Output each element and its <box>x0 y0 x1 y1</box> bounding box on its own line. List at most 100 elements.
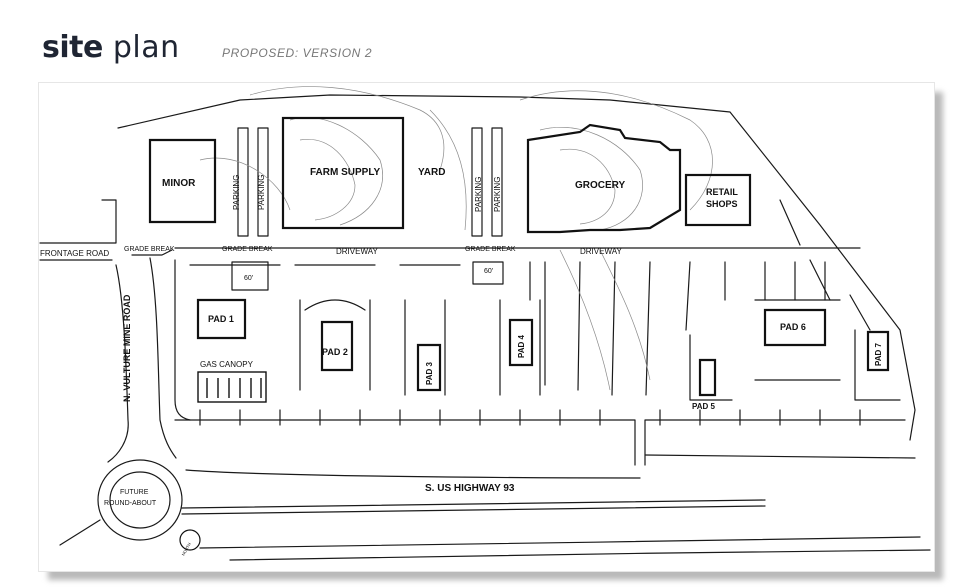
frontage-road-edge-top <box>39 199 117 244</box>
grocery-building <box>526 123 682 234</box>
highway-median-1 <box>181 499 766 509</box>
label-yard: YARD <box>418 167 445 178</box>
aisle-4 <box>611 261 616 396</box>
label-pad4: PAD 4 <box>517 334 526 358</box>
label-grade-break-1: GRADE BREAK <box>124 246 175 253</box>
label-roundabout-2: ROUND-ABOUT <box>104 500 157 507</box>
north-arrow-circle <box>179 529 201 551</box>
label-dim-60-2: 60' <box>484 268 493 275</box>
label-pad6: PAD 6 <box>780 322 806 332</box>
aisle-3 <box>577 261 581 391</box>
label-pad7: PAD 7 <box>874 342 883 366</box>
highway-south-edge-2 <box>229 549 931 561</box>
contour-9 <box>559 249 611 391</box>
label-farm-supply: FARM SUPPLY <box>310 167 381 178</box>
label-highway: S. US HIGHWAY 93 <box>425 483 515 494</box>
contour-1 <box>249 86 445 171</box>
parking-strip-3 <box>471 127 483 237</box>
highway-median-2 <box>181 505 766 515</box>
label-pad3: PAD 3 <box>425 361 434 385</box>
pad6-lot <box>754 299 841 381</box>
pad6-building <box>763 308 827 347</box>
pad1-building <box>196 298 247 340</box>
contour-7 <box>559 148 616 225</box>
label-grade-break-2: GRADE BREAK <box>222 246 273 253</box>
west-parking-edge <box>174 259 191 421</box>
label-driveway-2: DRIVEWAY <box>580 247 622 256</box>
north-arrow <box>179 529 201 551</box>
label-roundabout-1: FUTURE <box>120 489 149 496</box>
label-retail-2: SHOPS <box>706 199 738 209</box>
topo-contours <box>199 86 713 391</box>
aisle-6 <box>685 261 691 331</box>
label-parking-1: PARKING <box>232 175 241 210</box>
roundabout-inner <box>109 471 171 529</box>
retail-shops-building <box>684 173 752 227</box>
gas-canopy-outline <box>197 371 267 403</box>
label-dim-60-1: 60' <box>244 275 253 282</box>
label-vulture-road: N. VULTURE MINE ROAD <box>122 294 132 402</box>
vulture-road-top <box>131 249 173 256</box>
label-frontage-road: FRONTAGE ROAD <box>40 249 109 258</box>
pad4-building <box>508 318 534 367</box>
page-subtitle: PROPOSED: VERSION 2 <box>222 46 373 60</box>
aisle-5 <box>645 261 651 396</box>
pad2-loop <box>299 299 371 391</box>
highway-south-edge <box>199 536 921 549</box>
roundabout-exit-sw <box>59 519 101 546</box>
label-pad1: PAD 1 <box>208 314 234 324</box>
pad5-loop <box>689 334 733 401</box>
label-retail-1: RETAIL <box>706 187 738 197</box>
contour-4 <box>199 157 291 211</box>
parking-strip-2 <box>257 127 269 237</box>
east-diagonal-parking <box>779 199 871 331</box>
site-boundary <box>117 94 916 441</box>
label-pad5: PAD 5 <box>692 402 716 411</box>
site-linework <box>39 94 931 561</box>
label-parking-4: PARKING <box>493 177 502 212</box>
label-driveway-1: DRIVEWAY <box>336 247 378 256</box>
title-bold: site <box>42 30 103 65</box>
pad3-loop <box>404 299 446 396</box>
page-title: site plan <box>42 30 180 65</box>
vulture-road-west-edge <box>107 264 129 463</box>
title-light: plan <box>112 30 180 65</box>
island-60-right <box>472 261 504 285</box>
roundabout-outer <box>97 459 183 541</box>
contour-6 <box>539 127 643 231</box>
highway-edge-north <box>644 454 916 459</box>
gas-canopy <box>197 371 267 403</box>
plan-labels: MINOR PARKING PARKING FARM SUPPLY YARD P… <box>40 167 883 557</box>
label-parking-3: PARKING <box>474 177 483 212</box>
south-stall-ticks <box>199 409 861 426</box>
gas-pumps <box>206 378 262 398</box>
pad7-lot <box>854 329 901 401</box>
farm-supply-building <box>281 116 405 230</box>
pad5-building <box>698 358 717 397</box>
label-grade-break-3: GRADE BREAK <box>465 246 516 253</box>
vulture-road-east-edge <box>149 257 177 459</box>
contour-10 <box>429 109 467 231</box>
parking-strip-4 <box>491 127 503 237</box>
label-gas-canopy: GAS CANOPY <box>200 360 254 369</box>
contour-3 <box>299 139 356 221</box>
pad3-building <box>416 343 442 392</box>
label-minor: MINOR <box>162 178 196 189</box>
pad7-building <box>866 330 890 372</box>
label-grocery: GROCERY <box>575 180 626 191</box>
contour-8 <box>599 249 651 381</box>
site-plan-sheet <box>38 82 935 572</box>
island-60-left <box>231 261 269 291</box>
highway-north-edge <box>185 469 641 479</box>
label-north: NORTH <box>181 542 192 557</box>
pad2-building <box>320 320 354 372</box>
buildings <box>148 116 890 397</box>
minor-building <box>148 138 217 224</box>
label-pad2: PAD 2 <box>322 347 348 357</box>
site-south-edge <box>174 419 906 466</box>
pad4-loop <box>499 299 541 396</box>
north-arrow-needle <box>182 532 198 548</box>
parking-strip-1 <box>237 127 249 237</box>
label-parking-2: PARKING <box>257 175 266 210</box>
